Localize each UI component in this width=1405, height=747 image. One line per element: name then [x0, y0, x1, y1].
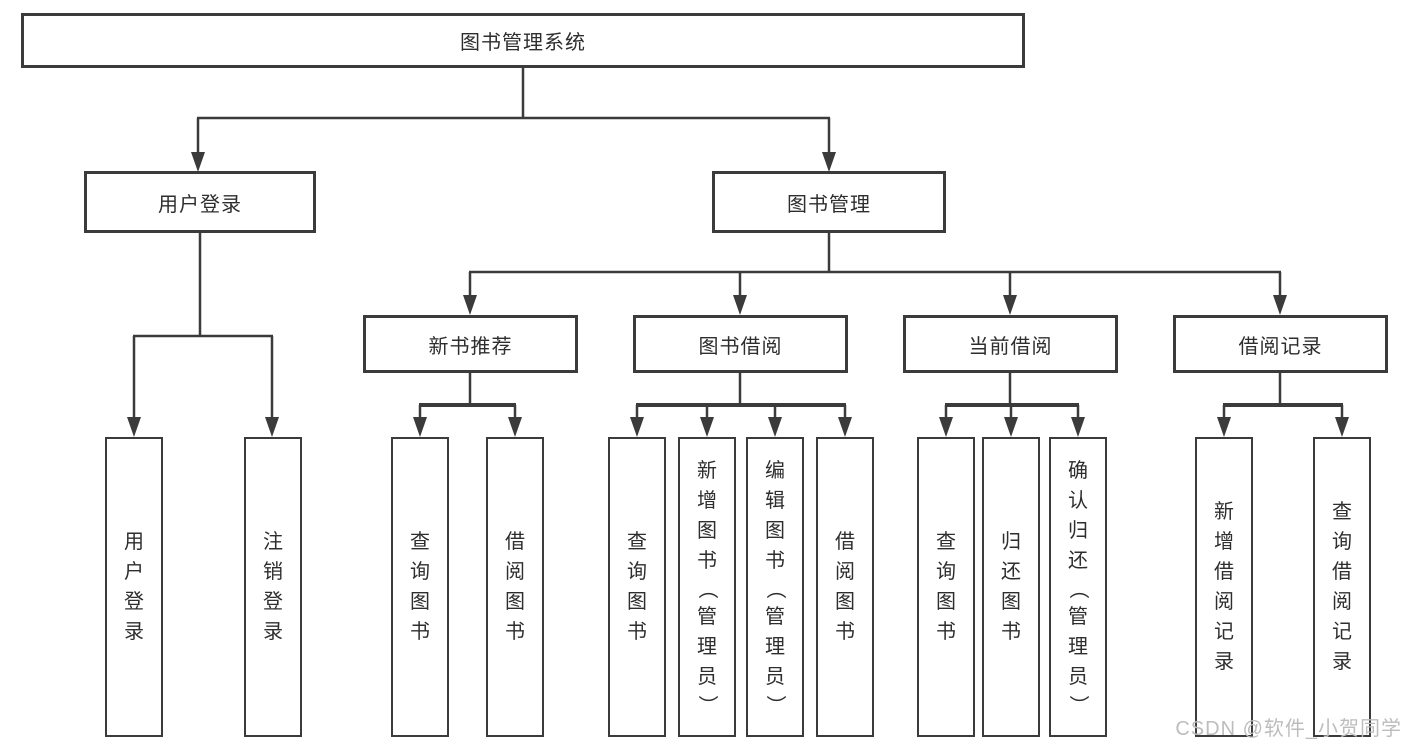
node-label: 新书推荐	[428, 335, 513, 358]
node-leaf-borrowing-borrow: 借阅图书	[816, 437, 874, 737]
node-label: 新增借阅记录	[1214, 501, 1234, 673]
node-label: 新增图书（管理员）	[696, 460, 718, 715]
node-leaf-borrowing-edit-admin: 编辑图书（管理员）	[746, 437, 804, 737]
node-label: 查询图书	[936, 531, 956, 643]
node-leaf-records-add: 新增借阅记录	[1195, 437, 1253, 737]
node-label: 借阅图书	[835, 531, 855, 643]
node-label: 注销登录	[263, 531, 283, 643]
node-book-management-system: 图书管理系统	[21, 13, 1025, 68]
node-label: 图书借阅	[698, 335, 783, 358]
node-leaf-current-confirm-admin: 确认归还（管理员）	[1049, 437, 1107, 737]
node-leaf-current-return: 归还图书	[982, 437, 1040, 737]
node-label: 图书管理	[787, 193, 871, 216]
node-label: 查询图书	[627, 531, 647, 643]
node-new-book-recommendation: 新书推荐	[363, 315, 578, 373]
node-label: 用户登录	[124, 531, 144, 643]
node-current-borrowing: 当前借阅	[903, 315, 1118, 373]
node-label: 查询借阅记录	[1332, 501, 1352, 673]
node-leaf-current-query: 查询图书	[917, 437, 975, 737]
node-book-borrowing: 图书借阅	[633, 315, 848, 373]
node-leaf-newbooks-borrow: 借阅图书	[486, 437, 544, 737]
node-leaf-newbooks-query: 查询图书	[391, 437, 449, 737]
node-user-login: 用户登录	[84, 171, 316, 233]
node-leaf-records-query: 查询借阅记录	[1313, 437, 1371, 737]
node-label: 借阅记录	[1238, 335, 1323, 358]
node-label: 借阅图书	[505, 531, 525, 643]
node-label: 确认归还（管理员）	[1067, 460, 1089, 715]
node-label: 当前借阅	[968, 335, 1053, 358]
node-label: 查询图书	[410, 531, 430, 643]
node-borrowing-records: 借阅记录	[1173, 315, 1388, 373]
node-leaf-borrowing-add-admin: 新增图书（管理员）	[678, 437, 736, 737]
csdn-watermark: CSDN @软件_小贺同学	[1175, 718, 1402, 740]
node-leaf-borrowing-query: 查询图书	[608, 437, 666, 737]
node-book-management: 图书管理	[712, 171, 946, 233]
node-label: 图书管理系统	[460, 32, 586, 54]
node-leaf-user-login: 用户登录	[105, 437, 163, 737]
node-label: 归还图书	[1001, 531, 1021, 643]
node-leaf-logout: 注销登录	[244, 437, 302, 737]
node-label: 用户登录	[158, 193, 242, 216]
node-label: 编辑图书（管理员）	[764, 460, 786, 715]
